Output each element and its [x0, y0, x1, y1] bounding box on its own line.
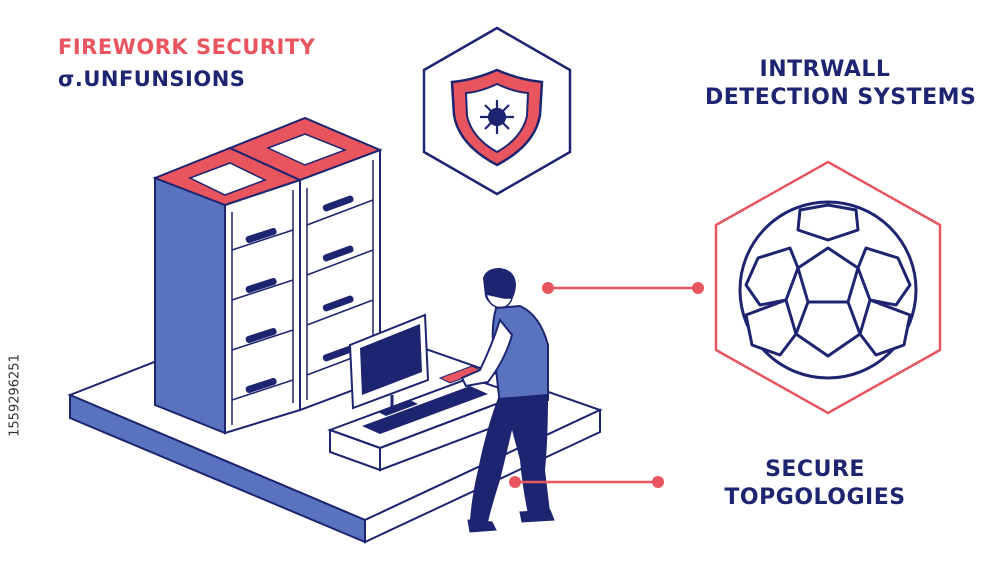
- computer-monitor: [348, 313, 430, 416]
- server-rack-left: [152, 146, 303, 435]
- connector-top: [542, 282, 704, 294]
- headline-line2: σ.UNFUNSIONS: [58, 67, 246, 91]
- soccer-ball-icon: [738, 200, 918, 380]
- connector-bottom: [509, 476, 664, 488]
- stock-id: 1559296251: [7, 354, 23, 437]
- headline-line1: FIREWORK SECURITY: [58, 35, 316, 59]
- intrusion-label-line1: INTRWALL: [759, 57, 891, 82]
- shield-virus-icon: [450, 68, 544, 167]
- secure-label-line2: TOPGOLOGIES: [724, 484, 906, 510]
- intrusion-label: INTRWALL DETECTION SYSTEMS: [705, 56, 977, 111]
- secure-label: SECURE TOPGOLOGIES: [690, 456, 940, 511]
- intrusion-label-line2: DETECTION SYSTEMS: [705, 84, 977, 110]
- secure-label-line1: SECURE: [765, 457, 865, 482]
- engineer-figure: [460, 268, 555, 533]
